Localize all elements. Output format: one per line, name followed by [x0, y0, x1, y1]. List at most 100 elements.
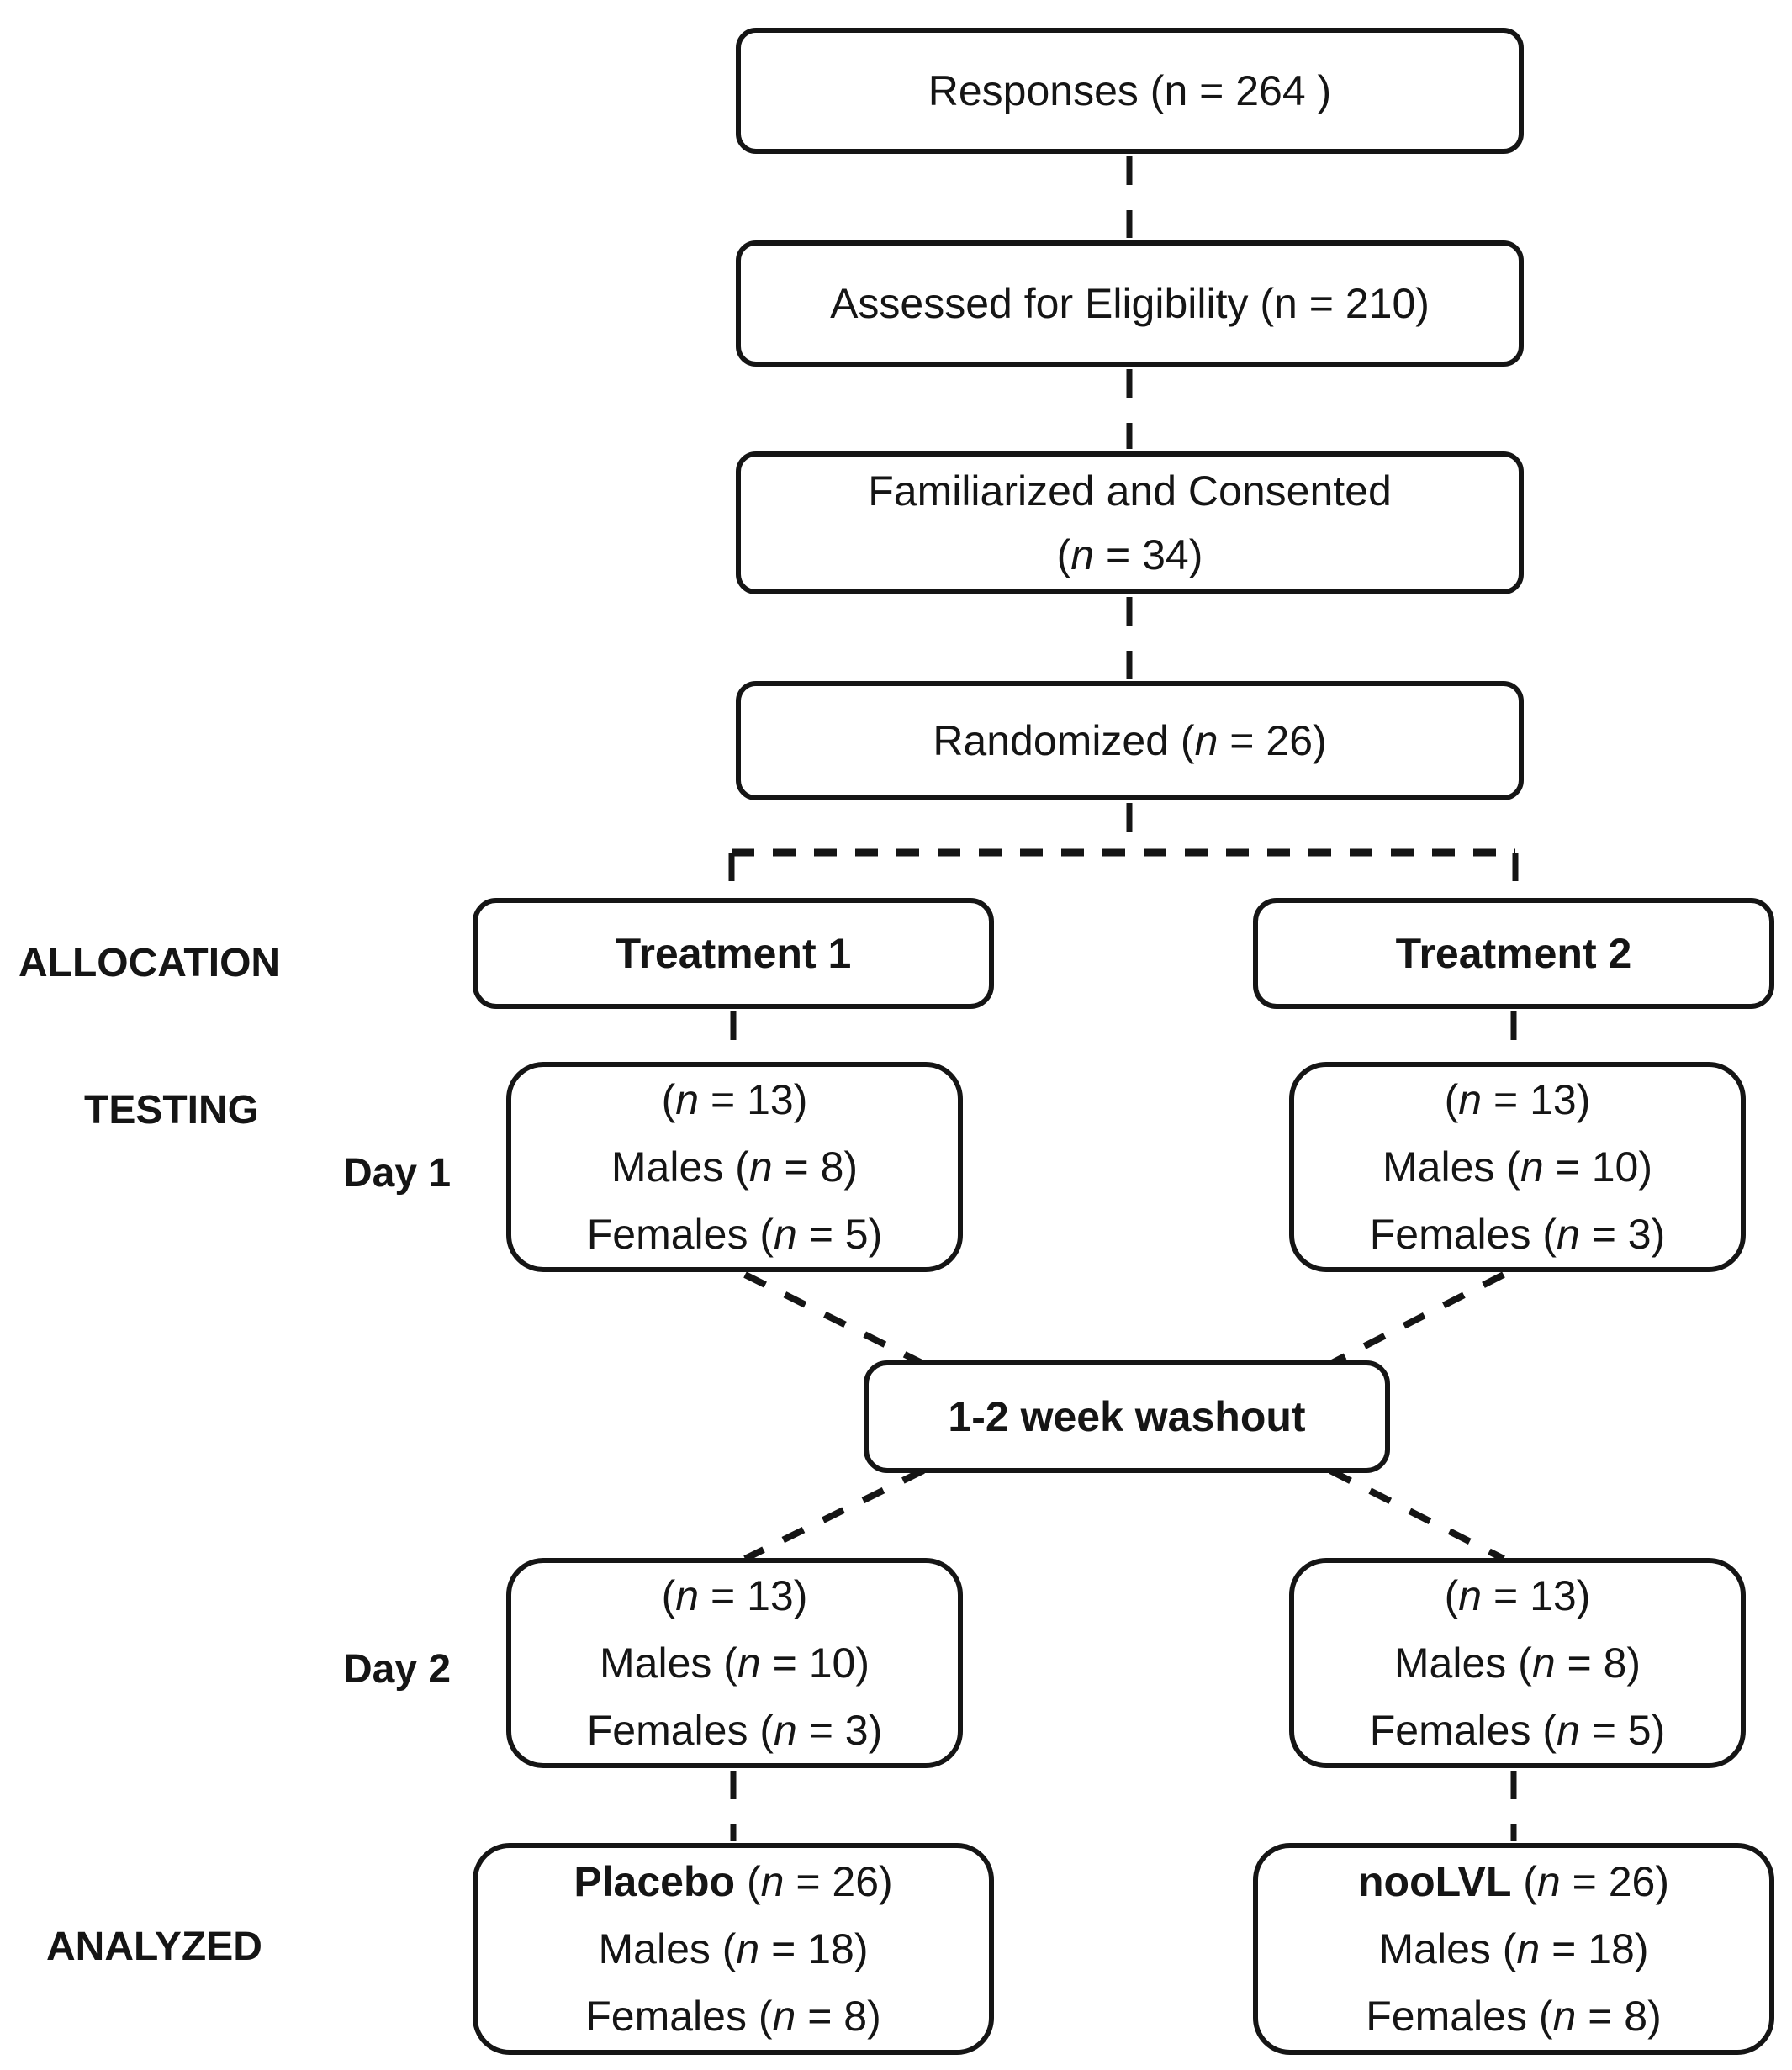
box-assessed: Assessed for Eligibility (n = 210): [736, 240, 1524, 367]
line-pre: Males (: [611, 1143, 749, 1191]
line-n: n: [1194, 717, 1218, 764]
line-n: n: [736, 1925, 760, 1972]
box-line: Familiarized and Consented: [868, 459, 1392, 523]
line-post: = 8): [772, 1143, 859, 1191]
connector-washout-day2right: [1329, 1467, 1505, 1562]
line-n: n: [1536, 1858, 1561, 1905]
line-n: n: [675, 1076, 700, 1123]
line-post: = 13): [1482, 1076, 1591, 1123]
box-line: Females (n = 3): [1370, 1201, 1666, 1268]
line-pre: Males (: [1382, 1143, 1520, 1191]
line-post: = 8): [796, 1993, 881, 2040]
line-post: = 8): [1555, 1640, 1641, 1687]
box-line: Males (n = 8): [611, 1133, 858, 1201]
line-pre: Females (: [586, 1211, 774, 1258]
line-bold: 1-2 week washout: [948, 1393, 1306, 1440]
box-day1-right: (n = 13) Males (n = 10) Females (n = 3): [1289, 1062, 1746, 1272]
box-line: (n = 13): [1445, 1562, 1591, 1629]
label-analyzed: ANALYZED: [46, 1925, 262, 1969]
line-pre: (: [1056, 531, 1071, 578]
line-pre: (: [1444, 1076, 1459, 1123]
label-allocation: ALLOCATION: [19, 941, 281, 985]
line-bold: Placebo: [574, 1858, 736, 1905]
box-line: Treatment 2: [1396, 920, 1632, 987]
line-post: = 26): [1218, 717, 1327, 764]
box-line: Males (n = 10): [1382, 1133, 1652, 1201]
line-n: n: [1557, 1707, 1580, 1754]
line-post: = 26): [1560, 1858, 1669, 1905]
line-post: = 10): [760, 1640, 870, 1687]
line-post: = 13): [699, 1572, 808, 1619]
line-n: n: [1531, 1640, 1556, 1687]
line-n: n: [1557, 1211, 1580, 1258]
box-day1-left: (n = 13) Males (n = 8) Females (n = 5): [506, 1062, 963, 1272]
box-line: Responses (n = 264 ): [928, 57, 1331, 124]
box-line: Placebo (n = 26): [574, 1848, 892, 1915]
line-text: Responses (n = 264 ): [928, 67, 1332, 114]
line-post: = 13): [1482, 1572, 1591, 1619]
line-n: n: [1516, 1925, 1541, 1972]
line-n: n: [1070, 531, 1095, 578]
line-n: n: [760, 1858, 785, 1905]
line-pre: Females (: [1369, 1707, 1557, 1754]
line-n: n: [772, 1993, 796, 2040]
box-line: Males (n = 10): [600, 1629, 870, 1697]
label-testing: TESTING: [84, 1088, 260, 1133]
box-line: Males (n = 18): [599, 1915, 869, 1983]
line-pre: Females (: [1366, 1993, 1553, 2040]
line-n: n: [1552, 1993, 1577, 2040]
box-line: Assessed for Eligibility (n = 210): [830, 270, 1430, 337]
line-n: n: [675, 1572, 700, 1619]
line-pre: (: [735, 1858, 761, 1905]
line-text: Assessed for Eligibility (n = 210): [830, 280, 1430, 327]
line-pre: Males (: [600, 1640, 737, 1687]
line-pre: (: [661, 1572, 676, 1619]
box-line: Females (n = 3): [587, 1697, 883, 1764]
box-randomized: Randomized (n = 26): [736, 681, 1524, 800]
line-post: = 3): [796, 1707, 883, 1754]
line-bold: Treatment 2: [1395, 930, 1632, 977]
line-post: = 13): [699, 1076, 808, 1123]
box-responses: Responses (n = 264 ): [736, 28, 1524, 154]
box-familiarized: Familiarized and Consented (n = 34): [736, 451, 1524, 594]
box-day2-right: (n = 13) Males (n = 8) Females (n = 5): [1289, 1558, 1746, 1768]
box-line: Females (n = 5): [1370, 1697, 1666, 1764]
line-n: n: [748, 1143, 773, 1191]
box-line: Treatment 1: [616, 920, 852, 987]
line-pre: (: [1444, 1572, 1459, 1619]
connector-washout-day2left: [743, 1467, 925, 1562]
line-post: = 18): [1540, 1925, 1649, 1972]
label-day1: Day 1: [343, 1151, 452, 1196]
line-pre: (: [661, 1076, 676, 1123]
line-post: = 5): [1579, 1707, 1666, 1754]
label-day2: Day 2: [343, 1647, 452, 1692]
line-pre: Males (: [598, 1925, 737, 1972]
line-pre: Randomized (: [933, 717, 1195, 764]
box-analyzed-noolvl: nooLVL (n = 26) Males (n = 18) Females (…: [1253, 1843, 1774, 2055]
line-pre: Females (: [585, 1993, 773, 2040]
box-line: Males (n = 18): [1379, 1915, 1649, 1983]
line-post: = 10): [1543, 1143, 1652, 1191]
line-pre: Females (: [1369, 1211, 1557, 1258]
box-day2-left: (n = 13) Males (n = 10) Females (n = 3): [506, 1558, 963, 1768]
box-analyzed-placebo: Placebo (n = 26) Males (n = 18) Females …: [473, 1843, 994, 2055]
box-line: Females (n = 8): [1366, 1983, 1662, 2050]
line-pre: (: [1511, 1858, 1537, 1905]
line-bold: Treatment 1: [615, 930, 852, 977]
box-washout: 1-2 week washout: [864, 1360, 1390, 1473]
line-post: = 26): [784, 1858, 893, 1905]
connector-day1left-washout: [743, 1271, 925, 1367]
box-treatment2: Treatment 2: [1253, 898, 1774, 1009]
box-line: (n = 13): [662, 1066, 808, 1133]
box-line: Females (n = 8): [585, 1983, 881, 2050]
line-post: = 34): [1094, 531, 1203, 578]
box-line: Randomized (n = 26): [933, 707, 1326, 774]
line-n: n: [774, 1707, 797, 1754]
box-line: (n = 34): [1057, 523, 1203, 587]
line-pre: Females (: [586, 1707, 774, 1754]
line-n: n: [1458, 1076, 1483, 1123]
box-line: (n = 13): [662, 1562, 808, 1629]
line-n: n: [1520, 1143, 1544, 1191]
